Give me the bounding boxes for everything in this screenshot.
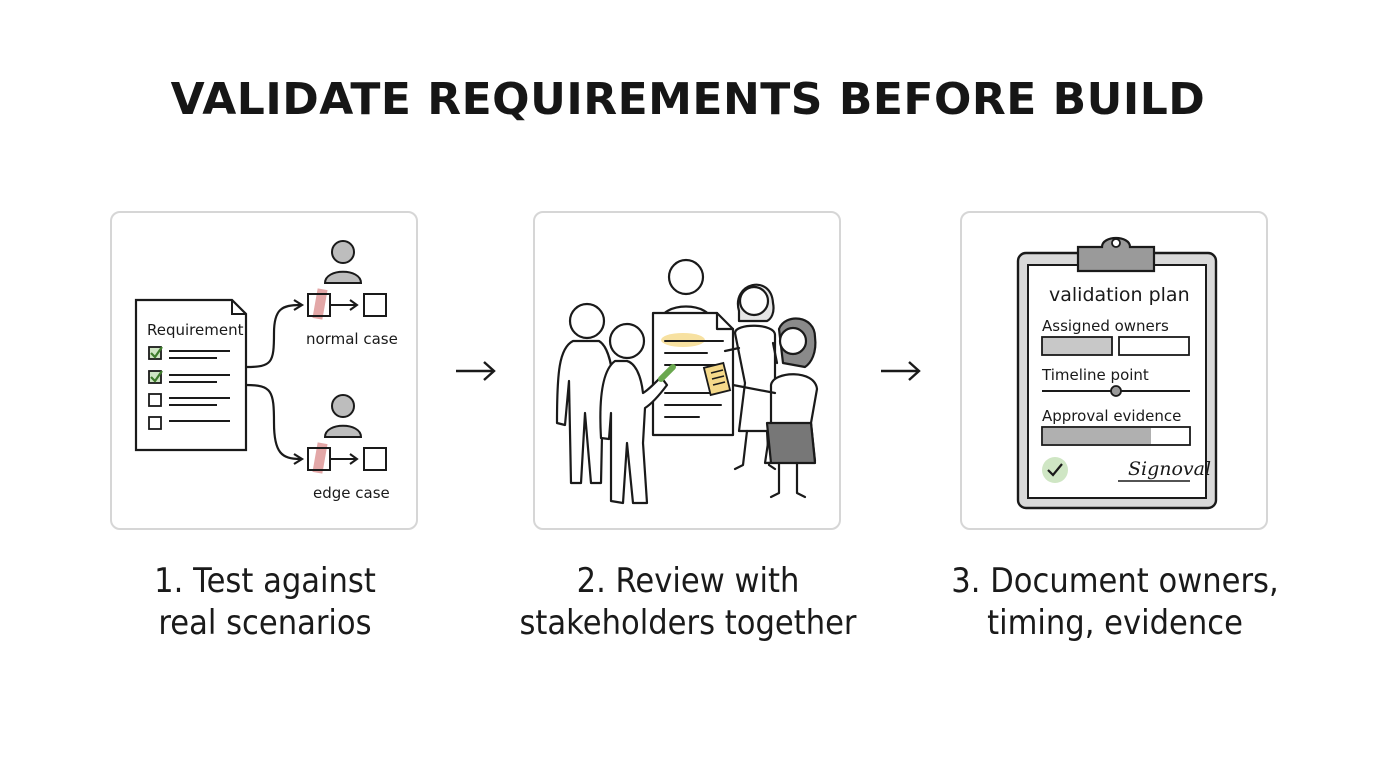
arrow-right-icon <box>879 356 923 391</box>
requirement-label: Requirement <box>147 321 244 339</box>
timeline-point-label: Timeline point <box>1041 366 1149 384</box>
step-2-caption: 2. Review with stakeholders together <box>519 561 857 643</box>
page-title: VALIDATE REQUIREMENTS BEFORE BUILD <box>170 74 1206 125</box>
requirement-document-icon: Requirement <box>134 298 248 452</box>
arrow-right-icon <box>454 356 498 391</box>
timeline-marker <box>1110 385 1122 397</box>
signature: Signoval <box>1128 458 1211 480</box>
approval-evidence-bar <box>1041 426 1191 446</box>
branch-connector <box>245 299 305 465</box>
person-icon <box>323 394 363 438</box>
edge-case-flow: edge case <box>307 442 390 502</box>
assigned-owners-label: Assigned owners <box>1042 317 1169 335</box>
normal-case-flow: normal case <box>306 288 398 348</box>
step-1-card: Requirement <box>110 211 418 530</box>
step-3-caption: 3. Document owners, timing, evidence <box>951 561 1279 643</box>
step-2-card <box>533 211 841 530</box>
step-1-caption: 1. Test against real scenarios <box>154 561 376 643</box>
checkmark-icon <box>1042 457 1068 483</box>
person-icon <box>323 240 363 284</box>
normal-case-label: normal case <box>306 330 398 348</box>
owner-field-1 <box>1041 336 1113 356</box>
owner-field-2 <box>1118 336 1190 356</box>
sticky-note <box>702 361 732 397</box>
clipboard-title: validation plan <box>1049 284 1190 306</box>
edge-case-label: edge case <box>313 484 390 502</box>
step-3-card: validation plan Assigned owners Timeline… <box>960 211 1268 530</box>
stakeholders-group-illustration <box>555 258 819 505</box>
approval-evidence-label: Approval evidence <box>1042 407 1181 425</box>
